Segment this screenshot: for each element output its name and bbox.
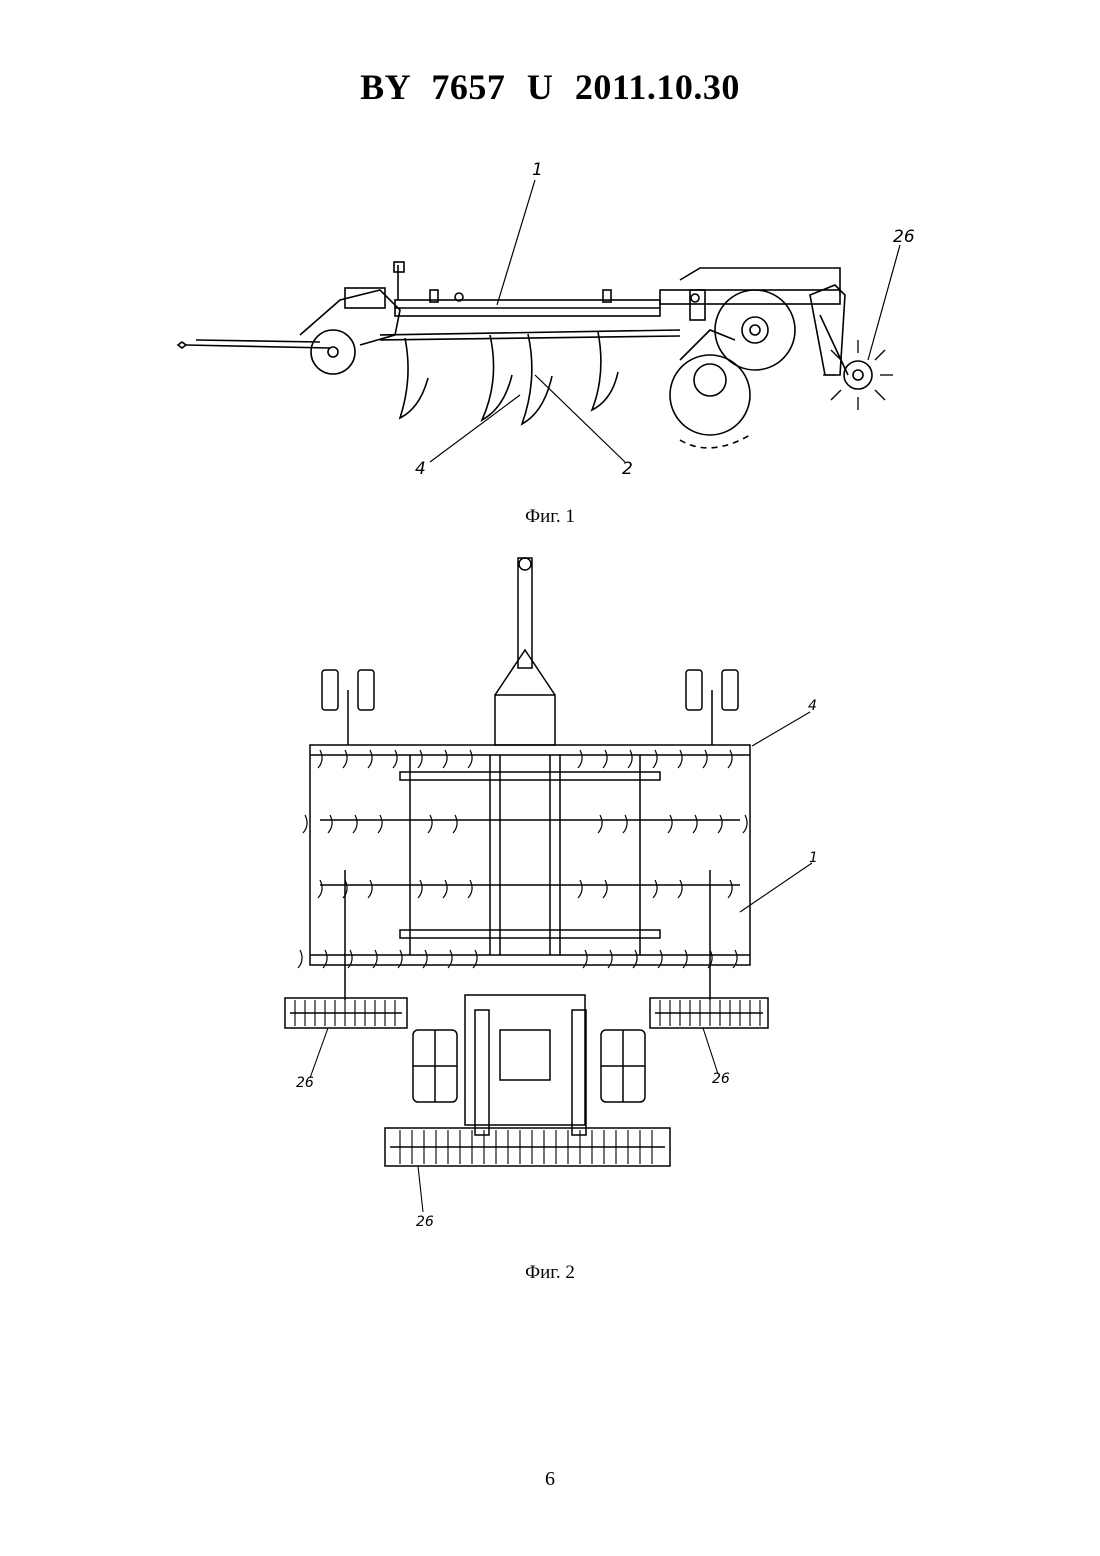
page-number: 6: [0, 1468, 1100, 1491]
figure-2-drawing: 4 1 26 26 26: [0, 550, 1100, 1250]
figure-1-drawing: 1 26 4 2: [0, 150, 1100, 500]
fig1-callout-2: 2: [622, 459, 633, 479]
fig2-callout-26-bottom: 26: [416, 1214, 434, 1230]
figure-1-caption: Фиг. 1: [0, 506, 1100, 528]
fig2-callout-26-left: 26: [296, 1075, 314, 1091]
fig2-callout-26-right: 26: [712, 1071, 730, 1087]
fig1-callout-26: 26: [893, 227, 915, 247]
fig2-callout-4: 4: [808, 698, 817, 714]
fig2-callout-1: 1: [809, 850, 818, 866]
figure-2-caption: Фиг. 2: [0, 1262, 1100, 1284]
fig1-callout-1: 1: [532, 160, 543, 180]
fig1-callout-4: 4: [415, 459, 426, 479]
document-header: BY 7657 U 2011.10.30: [0, 66, 1100, 108]
